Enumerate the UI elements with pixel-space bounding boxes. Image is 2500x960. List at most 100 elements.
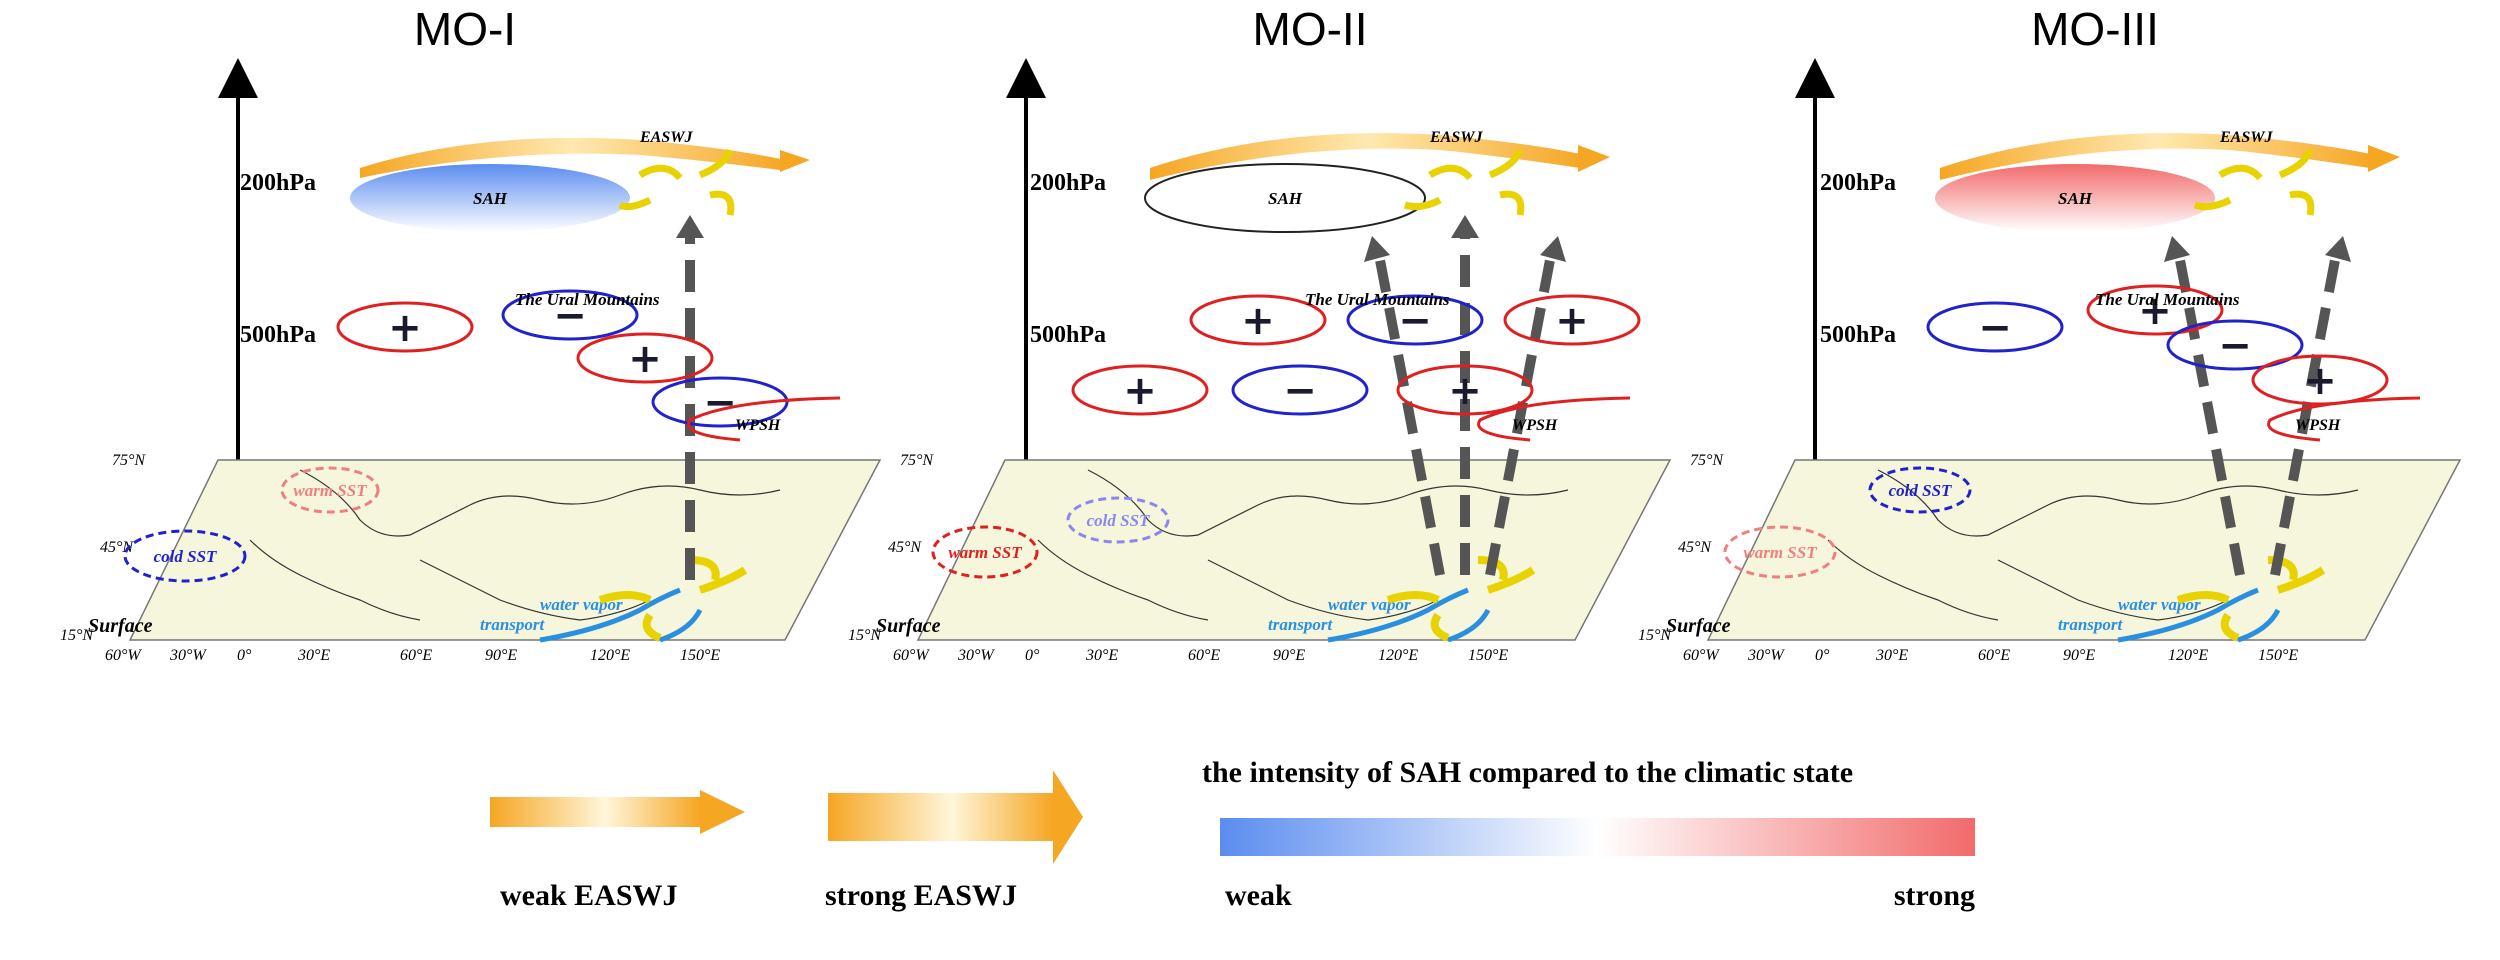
lon-label: 30°W xyxy=(957,647,995,664)
lon-label: 90°E xyxy=(485,647,517,664)
cold-sst-ellipse xyxy=(1868,466,1972,514)
easwj-jet xyxy=(1150,133,1585,180)
lon-label: 60°E xyxy=(1978,647,2010,664)
coastline xyxy=(1877,469,2359,537)
low-level-vortex xyxy=(1430,612,1450,642)
upper-vortices xyxy=(1403,148,1525,216)
lon-label: 30°W xyxy=(1747,647,1785,664)
easwj-label: EASWJ xyxy=(2219,129,2273,146)
anomaly-sign: + xyxy=(1123,368,1157,414)
positive-anomaly xyxy=(1396,364,1534,416)
ascending-motion-arrow xyxy=(2270,259,2340,576)
positive-anomaly xyxy=(2251,354,2389,406)
vapor-label: transport xyxy=(2058,615,2124,634)
panel-title: MO-III xyxy=(2031,3,2159,55)
coastline xyxy=(249,539,421,621)
water-vapor-arrow xyxy=(659,608,703,643)
panel-title: MO-II xyxy=(1253,3,1368,55)
anomaly-sign: − xyxy=(703,380,737,426)
water-vapor-arrow xyxy=(1327,587,1469,643)
lat-label: 75°N xyxy=(900,452,934,469)
anomaly-sign: − xyxy=(1398,298,1432,344)
surface-label: Surface xyxy=(876,615,941,637)
ascending-arrowhead xyxy=(1451,215,1479,238)
positive-anomaly xyxy=(1503,294,1641,346)
positive-anomaly xyxy=(1189,294,1327,346)
lon-labels: 60°W 30°W 0° 30°E 60°E 90°E 120°E 150°E xyxy=(105,647,720,664)
legend-strong-easwj: strong EASWJ xyxy=(825,879,1017,912)
ascending-arrowhead xyxy=(1540,236,1566,262)
ural-mountains-label: The Ural Mountains xyxy=(1305,290,1450,309)
sst-label: warm SST xyxy=(1743,543,1817,562)
sah-weak xyxy=(350,164,630,232)
cold-sst-ellipse xyxy=(1066,496,1170,544)
ural-mountains-label: The Ural Mountains xyxy=(2095,290,2240,309)
panel-mo-iii: MO-III 200hPa 500hPa 75°N 45°N 15°N 60°W… xyxy=(1638,3,2462,664)
water-vapor-arrow xyxy=(1447,608,1491,643)
ascending-arrowhead xyxy=(676,215,704,238)
easwj-jet xyxy=(360,137,785,178)
anomaly-sign: − xyxy=(1283,368,1317,414)
lon-label: 60°E xyxy=(1188,647,1220,664)
water-vapor-arrow xyxy=(539,587,681,643)
coastline xyxy=(1087,469,1569,537)
ascending-motion-arrow xyxy=(1485,259,1555,576)
lon-label: 60°E xyxy=(400,647,432,664)
sah-strong xyxy=(1935,164,2215,232)
easwj-label: EASWJ xyxy=(1429,129,1483,146)
sah-label: SAH xyxy=(2058,189,2093,208)
anomaly-sign: − xyxy=(1978,305,2012,351)
upper-vortices xyxy=(2193,148,2315,216)
wpsh-label: WPSH xyxy=(1512,417,1558,434)
lat-label: 75°N xyxy=(1690,452,1724,469)
surface-map xyxy=(1706,459,2462,641)
lon-label: 60°W xyxy=(1683,647,1720,664)
lon-label: 150°E xyxy=(1468,647,1508,664)
lon-label: 60°W xyxy=(893,647,930,664)
legend-sah-color-bar xyxy=(1220,818,1975,856)
low-level-vortex xyxy=(1486,566,1536,594)
anomaly-sign: + xyxy=(388,305,422,351)
legend-sah-weak: weak xyxy=(1225,879,1292,912)
water-vapor-arrow xyxy=(2117,587,2259,643)
negative-anomaly xyxy=(1926,301,2064,353)
vapor-label: transport xyxy=(480,615,546,634)
lon-labels: 60°W 30°W 0° 30°E 60°E 90°E 120°E 150°E xyxy=(1683,647,2298,664)
sst-label: cold SST xyxy=(1087,511,1150,530)
level-200hpa-label: 200hPa xyxy=(1820,170,1896,196)
lat-label: 45°N xyxy=(888,539,922,556)
sah-label: SAH xyxy=(473,189,508,208)
legend-weak-jet-arrowhead xyxy=(700,790,745,834)
panel-title: MO-I xyxy=(414,3,516,55)
coastline xyxy=(1827,539,1999,621)
sst-label: warm SST xyxy=(293,481,367,500)
wpsh-label: WPSH xyxy=(2295,417,2341,434)
low-level-vortex xyxy=(1386,591,1440,604)
upper-vortices xyxy=(618,148,735,216)
sst-label: cold SST xyxy=(1889,481,1952,500)
low-level-vortex xyxy=(642,612,662,642)
surface-map xyxy=(916,459,1672,641)
lon-label: 120°E xyxy=(590,647,630,664)
level-500hpa-label: 500hPa xyxy=(240,322,316,348)
wpsh-contour xyxy=(1477,396,1631,442)
anomaly-sign: + xyxy=(1241,298,1275,344)
lon-label: 30°E xyxy=(297,647,330,664)
ascending-arrowhead xyxy=(2325,236,2351,262)
legend-weak-easwj: weak EASWJ xyxy=(500,879,678,912)
anomaly-sign: + xyxy=(2138,288,2172,334)
lon-label: 0° xyxy=(1815,647,1830,664)
easwj-arrowhead xyxy=(2368,145,2400,172)
panel-mo-ii: MO-II 200hPa 500hPa 75°N 45°N 15°N 60°W … xyxy=(848,3,1672,664)
lon-label: 30°E xyxy=(1085,647,1118,664)
easwj-arrowhead xyxy=(780,150,810,172)
level-200hpa-label: 200hPa xyxy=(240,170,316,196)
low-level-vortex xyxy=(2176,591,2230,604)
anomaly-sign: + xyxy=(1448,368,1482,414)
low-level-vortex xyxy=(1477,556,1508,581)
lon-label: 30°W xyxy=(169,647,207,664)
ascending-arrowhead xyxy=(2164,236,2190,262)
coastline xyxy=(1037,539,1209,621)
ural-mountains-label: The Ural Mountains xyxy=(515,290,660,309)
